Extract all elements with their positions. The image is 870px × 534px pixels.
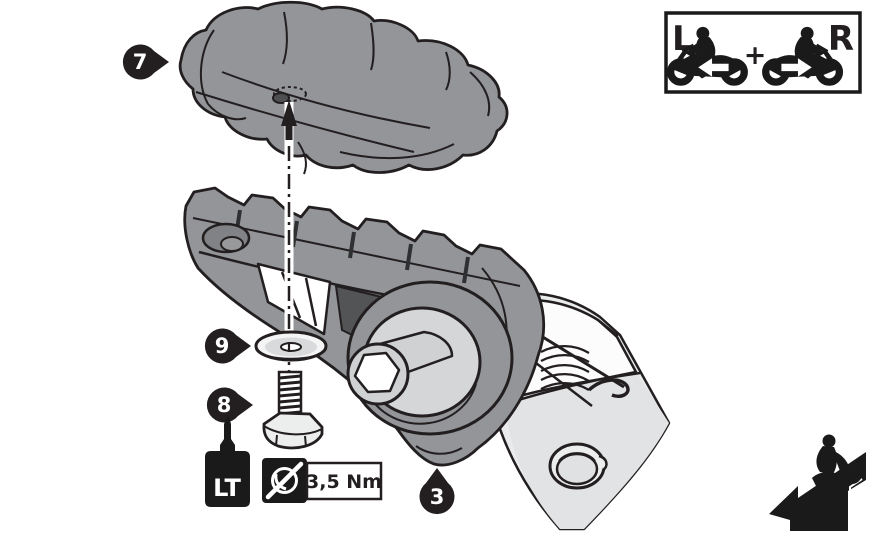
torque-value-box [305,461,383,501]
riding-direction-icon [769,434,866,531]
callout-3: 3 [419,468,455,515]
footpeg-pivot-hole [220,236,244,252]
pad-crease [445,51,451,91]
footpeg-strut [304,277,318,327]
torque-spec: 3,5 Nm [262,458,383,503]
spring-coil [540,373,590,382]
callout-balloon [419,468,455,515]
insert-arrow-shaft [285,120,293,140]
bolt-hex-head [262,411,324,450]
washer-hole [280,342,302,352]
pivot-cap [548,442,608,490]
left-right-legend: L R + [664,11,862,94]
boss-recess-shade [371,383,477,425]
bracket-edge-line [597,319,619,337]
rider-silhouette [812,434,863,490]
tooth-shade [348,231,356,259]
pad-silhouette [178,0,509,174]
callout-label: 7 [133,50,148,74]
legend-right-label: R [828,19,854,59]
loctite-bottle-icon: LT [205,417,250,507]
callout-7: 7 [122,44,169,80]
pad-screw-hole [273,86,307,102]
bolt-head-top-edge [263,425,323,436]
footpeg [183,186,546,467]
bolt-head-facets [275,434,307,448]
washer-thickness [255,348,327,360]
pivot-cap-inner [555,452,599,486]
torque-wrench-icon [265,461,304,500]
spring-coil [540,364,590,373]
pad-insert [272,92,290,104]
hex-socket [353,351,401,394]
tooth-shade [462,256,470,284]
spring-hook-end [587,378,630,399]
tooth-shade [405,243,413,271]
callout-label: 8 [217,393,232,417]
bolt [262,370,324,450]
callout-balloon [122,44,169,80]
direction-arrow-ramp [769,452,866,531]
pad-crease [469,71,491,117]
spring-coil [540,345,590,354]
callout-balloon [206,387,253,423]
pad-crease [297,141,307,175]
pad-crease [221,71,431,129]
tooth-shade [291,220,299,248]
washer [254,330,328,362]
insert-arrow-icon [281,100,297,126]
rubber-pad [178,0,509,175]
spring-coil [540,382,590,391]
footpeg-window [256,262,332,336]
callout-label: 3 [430,485,445,509]
legend-plus-sign: + [744,40,767,71]
bottle-shape [205,417,250,507]
callout-8: 8 [206,387,253,423]
pad-crease [199,29,215,105]
pivot-cap-rim [558,452,596,462]
callout-balloon [204,328,251,364]
callout-9: 9 [204,328,251,364]
adhesive-label: LT [213,474,241,502]
pivot-cap-tab [598,454,608,472]
ramp-edge-highlight [849,478,863,528]
pad-crease [207,103,247,121]
spring-coil [540,354,590,363]
pad-crease [370,22,375,71]
pad-crease [339,143,455,160]
pad-crease [282,11,288,65]
callout-label: 9 [215,334,230,358]
footpeg-tip-line [415,445,463,455]
torque-value: 3,5 Nm [306,471,382,493]
